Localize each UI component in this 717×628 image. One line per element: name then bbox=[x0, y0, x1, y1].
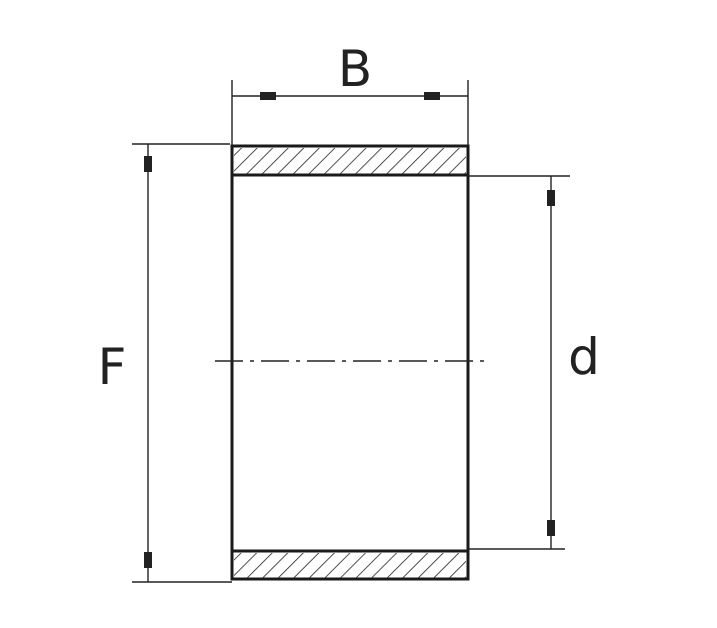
dimension-d bbox=[468, 175, 570, 550]
dimension-f bbox=[132, 143, 232, 583]
top-wall-hatch bbox=[234, 148, 466, 174]
dimension-b bbox=[231, 80, 469, 145]
dimension-f-label: F bbox=[98, 338, 127, 396]
dimension-d-label: d bbox=[568, 328, 600, 386]
ring-outline bbox=[230, 144, 470, 581]
bottom-wall-hatch bbox=[234, 553, 466, 578]
dimension-b-label: B bbox=[338, 40, 372, 98]
